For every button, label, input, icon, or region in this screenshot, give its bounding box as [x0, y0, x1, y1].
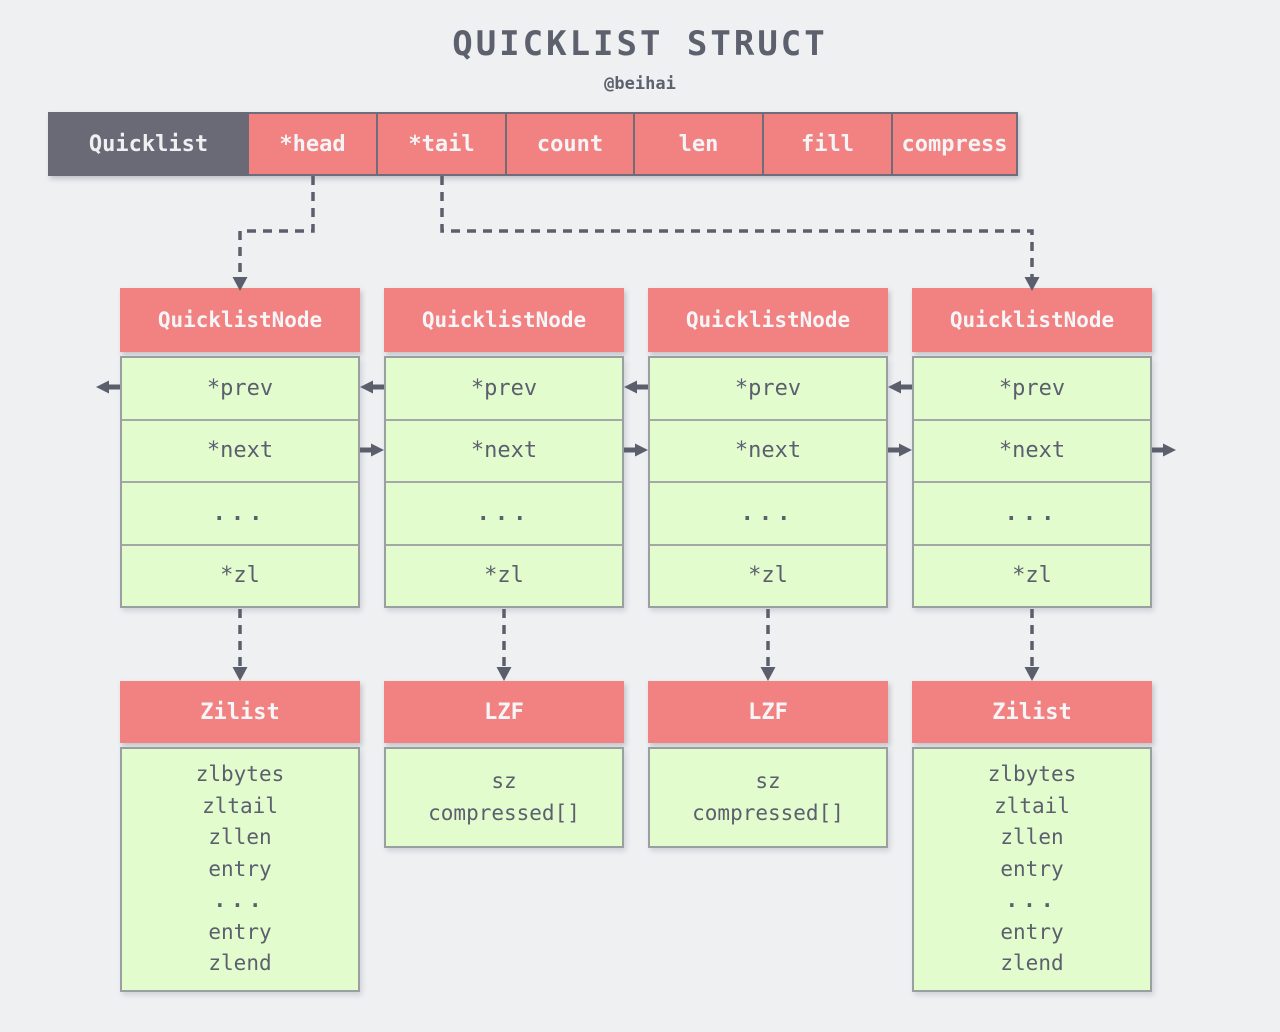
zl-pointer-dashed-arrow-2	[496, 609, 512, 681]
ziplist-1-entry2: entry	[208, 919, 272, 944]
lzf-2-sz: sz	[755, 769, 781, 793]
field-cell-count: count	[507, 112, 635, 176]
ziplist-2-zlbytes: zlbytes	[987, 762, 1077, 787]
prev-arrow-outer-left	[96, 380, 120, 394]
prev-arrow-node2-to-node1	[360, 380, 384, 394]
quicklistnode-1-body: *prev *next ... *zl	[120, 356, 360, 608]
quicklist-name-cell: Quicklist	[48, 112, 249, 176]
node-1-prev-cell: *prev	[206, 375, 274, 401]
quicklist-struct-row: Quicklist *head *tail count len fill com…	[48, 112, 1018, 176]
ziplist-2-entry2: entry	[1000, 919, 1064, 944]
ziplist-1-header: Zilist	[120, 681, 360, 743]
node-1-next-cell: *next	[122, 418, 358, 482]
ziplist-2-zltail: zltail	[994, 793, 1070, 818]
page-title: QUICKLIST STRUCT	[452, 24, 828, 64]
field-cell-len: len	[635, 112, 764, 176]
ziplist-2-zllen: zllen	[1000, 825, 1064, 850]
lzf-2-header: LZF	[648, 681, 888, 743]
ziplist-1-body: zlbytes zltail zllen entry ... entry zle…	[120, 747, 360, 992]
field-cell-compress: compress	[893, 112, 1018, 176]
node-4-zl-cell: *zl	[914, 543, 1150, 607]
ziplist-1-zlbytes: zlbytes	[195, 762, 285, 787]
zl-pointer-dashed-arrow-3	[760, 609, 776, 681]
lzf-2-body: sz compressed[]	[648, 747, 888, 848]
ziplist-2-body: zlbytes zltail zllen entry ... entry zle…	[912, 747, 1152, 992]
ziplist-1-entry: entry	[208, 856, 272, 881]
node-4-prev-cell: *prev	[998, 375, 1066, 401]
next-arrow-outer-right	[1152, 443, 1176, 457]
node-4-ellipsis-cell: ...	[914, 481, 1150, 544]
node-2-next-cell: *next	[386, 418, 622, 482]
node-4-next-cell: *next	[914, 418, 1150, 482]
ziplist-2-header: Zilist	[912, 681, 1152, 743]
lzf-1-header: LZF	[384, 681, 624, 743]
ziplist-1-zlend: zlend	[208, 951, 272, 976]
lzf-1-body: sz compressed[]	[384, 747, 624, 848]
ziplist-2-zlend: zlend	[1000, 951, 1064, 976]
quicklistnode-3-body: *prev *next ... *zl	[648, 356, 888, 608]
node-1-ellipsis-cell: ...	[122, 481, 358, 544]
quicklistnode-2-header: QuicklistNode	[384, 288, 624, 352]
tail-pointer-dashed-arrow	[440, 176, 1040, 291]
field-cell-fill: fill	[764, 112, 893, 176]
author-credit: @beihai	[604, 74, 676, 94]
ziplist-1-ellipsis: ...	[213, 888, 267, 913]
ziplist-1-zltail: zltail	[202, 793, 278, 818]
lzf-1-compressed: compressed[]	[428, 800, 580, 825]
node-3-ellipsis-cell: ...	[650, 481, 886, 544]
next-arrow-node3-to-node4	[888, 443, 912, 457]
ziplist-1-zllen: zllen	[208, 825, 272, 850]
prev-arrow-node3-to-node2	[624, 380, 648, 394]
head-pointer-dashed-arrow	[232, 176, 315, 291]
node-1-zl-cell: *zl	[122, 543, 358, 607]
zl-pointer-dashed-arrow-1	[232, 609, 248, 681]
quicklistnode-2-body: *prev *next ... *zl	[384, 356, 624, 608]
zl-pointer-dashed-arrow-4	[1024, 609, 1040, 681]
node-2-zl-cell: *zl	[386, 543, 622, 607]
field-cell-head: *head	[249, 112, 378, 176]
next-arrow-node1-to-node2	[360, 443, 384, 457]
next-arrow-node2-to-node3	[624, 443, 648, 457]
quicklistnode-3-header: QuicklistNode	[648, 288, 888, 352]
quicklistnode-1-header: QuicklistNode	[120, 288, 360, 352]
node-2-prev-cell: *prev	[470, 375, 538, 401]
lzf-1-sz: sz	[491, 769, 517, 793]
node-2-ellipsis-cell: ...	[386, 481, 622, 544]
quicklistnode-4-header: QuicklistNode	[912, 288, 1152, 352]
node-3-prev-cell: *prev	[734, 375, 802, 401]
field-cell-tail: *tail	[378, 112, 507, 176]
node-3-zl-cell: *zl	[650, 543, 886, 607]
prev-arrow-node4-to-node3	[888, 380, 912, 394]
ziplist-2-entry: entry	[1000, 856, 1064, 881]
lzf-2-compressed: compressed[]	[692, 800, 844, 825]
ziplist-2-ellipsis: ...	[1005, 888, 1059, 913]
quicklistnode-4-body: *prev *next ... *zl	[912, 356, 1152, 608]
node-3-next-cell: *next	[650, 418, 886, 482]
